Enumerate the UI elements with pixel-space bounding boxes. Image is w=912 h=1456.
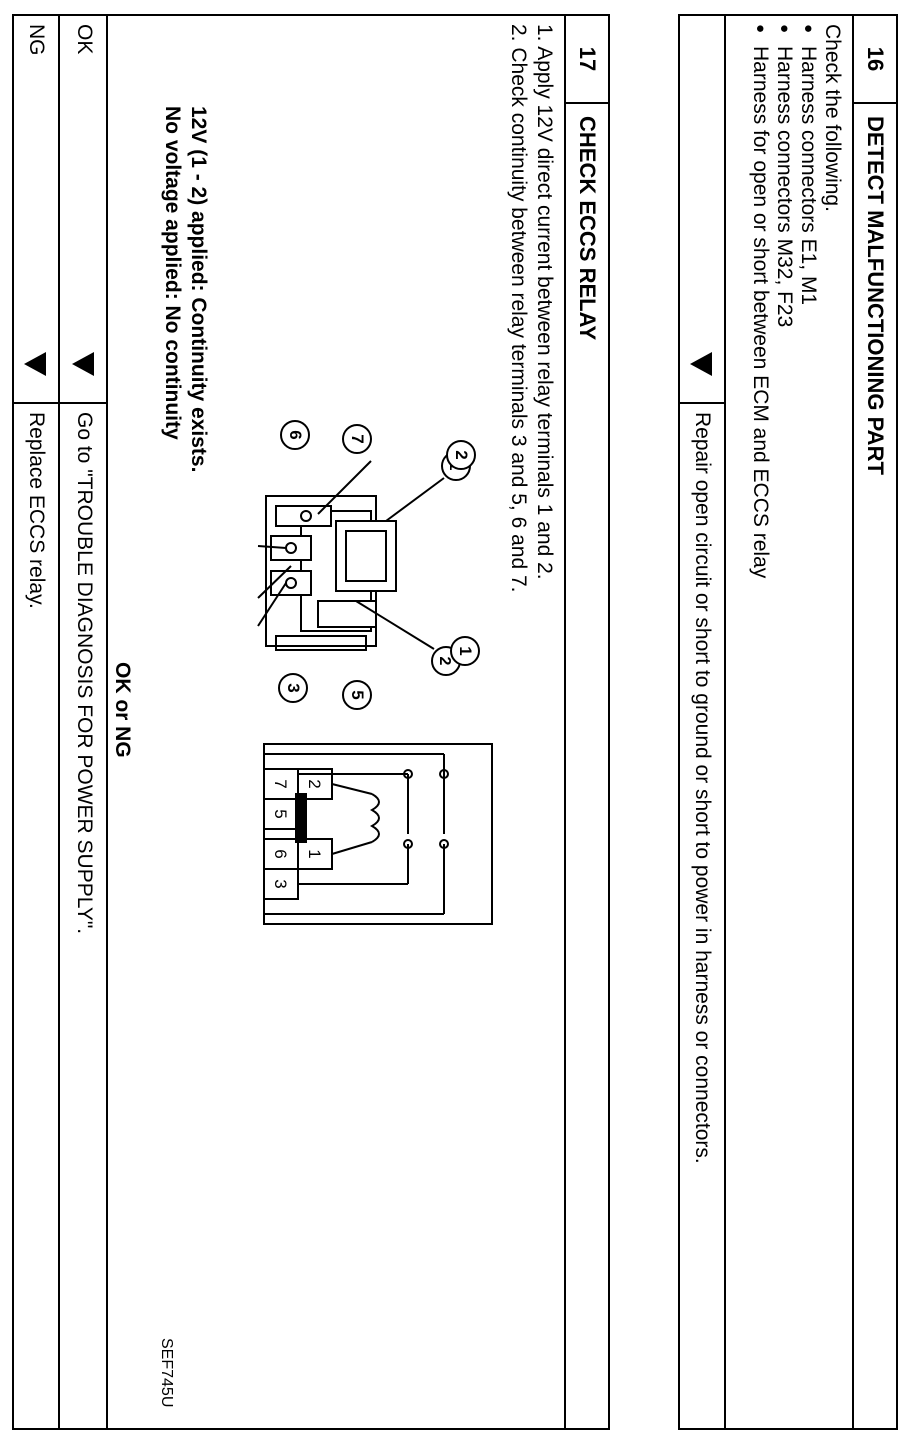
callout-1: 1 xyxy=(450,636,480,666)
step-16-number: 16 xyxy=(854,16,896,104)
down-arrow-icon xyxy=(690,352,712,376)
relay-schematic: 2 1 7 5 6 3 xyxy=(263,743,493,925)
down-arrow-icon xyxy=(24,352,46,376)
schematic-terminal-3: 3 xyxy=(271,879,290,888)
step-16-item: Harness for open or short between ECM an… xyxy=(748,24,772,578)
outcome-column-divider xyxy=(14,402,108,404)
callout-6: 6 xyxy=(280,420,310,450)
outcome-ok-label: OK xyxy=(73,24,96,55)
step-17-box: 17 CHECK ECCS RELAY 1. Apply 12V direct … xyxy=(12,14,610,1430)
ok-or-ng-question: OK or NG xyxy=(111,662,134,758)
callout-3: 3 xyxy=(278,673,308,703)
callout-2: 2 xyxy=(446,440,476,470)
step-16-item: Harness connectors M32, F23 xyxy=(772,24,796,327)
schematic-terminal-6: 6 xyxy=(271,849,290,858)
outcome-ok-text: Go to "TROUBLE DIAGNOSIS FOR POWER SUPPL… xyxy=(73,412,96,935)
figure-code: SEF745U xyxy=(158,1338,175,1408)
step-17-header: 17 CHECK ECCS RELAY xyxy=(564,16,608,1428)
schematic-terminal-2: 2 xyxy=(305,779,324,788)
step-17-instruction: 1. Apply 12V direct current between rela… xyxy=(533,24,556,580)
step-17-instruction: 2. Check continuity between relay termin… xyxy=(507,24,530,593)
schematic-terminal-5: 5 xyxy=(271,809,290,818)
step-16-result-divider xyxy=(680,402,726,404)
step-16-item: Harness connectors E1, M1 xyxy=(796,24,820,305)
step-17-criterion: No voltage applied: No continuity xyxy=(161,106,184,440)
step-16-header: 16 DETECT MALFUNCTIONING PART xyxy=(852,16,896,1428)
down-arrow-icon xyxy=(72,352,94,376)
step-16-result: Repair open circuit or short to ground o… xyxy=(691,412,714,1164)
outcome-top-divider xyxy=(106,16,108,1428)
svg-text:2: 2 xyxy=(436,657,453,666)
outcome-mid-divider xyxy=(58,16,60,1428)
outcome-ng-text: Replace ECCS relay. xyxy=(25,412,48,609)
step-16-intro: Check the following. xyxy=(821,24,844,212)
step-16-title: DETECT MALFUNCTIONING PART xyxy=(863,116,888,475)
callout-7: 7 xyxy=(342,424,372,454)
step-17-number: 17 xyxy=(566,16,608,104)
step-16-divider xyxy=(724,16,726,1428)
step-17-title: CHECK ECCS RELAY xyxy=(575,116,600,341)
callout-5: 5 xyxy=(342,680,372,710)
schematic-terminal-7: 7 xyxy=(271,779,290,788)
outcome-ng-label: NG xyxy=(25,24,48,56)
schematic-terminal-1: 1 xyxy=(305,849,324,858)
step-16-box: 16 DETECT MALFUNCTIONING PART Check the … xyxy=(678,14,898,1430)
step-17-criterion: 12V (1 - 2) applied: Continuity exists. xyxy=(187,106,210,473)
